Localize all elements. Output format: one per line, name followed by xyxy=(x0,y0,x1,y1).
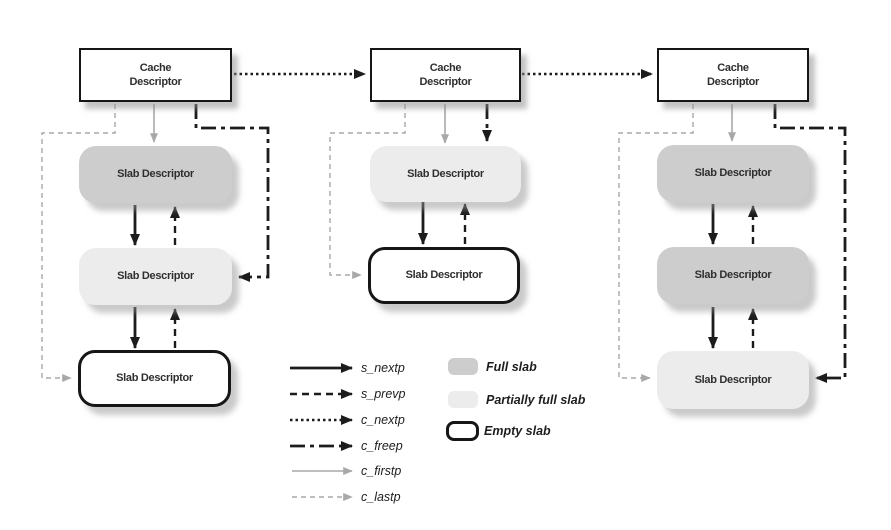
legend-label-c-firstp: c_firstp xyxy=(361,464,402,478)
slab-descriptor-1-3: Slab Descriptor xyxy=(78,350,231,407)
legend-swatch-partially-full-slab xyxy=(448,391,478,408)
cache-descriptor-2: Cache Descriptor xyxy=(370,48,521,102)
slab-descriptor-label: Slab Descriptor xyxy=(694,373,772,386)
cache-descriptor-label: Cache Descriptor xyxy=(129,61,182,88)
slab-descriptor-label: Slab Descriptor xyxy=(694,167,772,180)
cache-descriptor-label: Cache Descriptor xyxy=(706,61,760,88)
slab-descriptor-2-2: Slab Descriptor xyxy=(368,247,520,304)
cache-descriptor-3: Cache Descriptor xyxy=(657,48,809,102)
legend-swatch-empty-slab xyxy=(446,421,479,441)
slab-descriptor-3-1: Slab Descriptor xyxy=(657,145,809,202)
legend-label-full-slab: Full slab xyxy=(486,360,537,374)
slab-descriptor-label: Slab Descriptor xyxy=(405,269,483,282)
slab-descriptor-label: Slab Descriptor xyxy=(407,167,484,180)
slab-descriptor-label: Slab Descriptor xyxy=(694,269,772,282)
legend-label-c-lastp: c_lastp xyxy=(361,490,401,504)
slab-descriptor-1-2: Slab Descriptor xyxy=(79,248,232,305)
slab-descriptor-label: Slab Descriptor xyxy=(116,372,193,385)
cache-descriptor-1: Cache Descriptor xyxy=(79,48,232,102)
slab-descriptor-2-1: Slab Descriptor xyxy=(370,146,521,202)
slab-descriptor-3-2: Slab Descriptor xyxy=(657,247,809,304)
legend-label-empty-slab: Empty slab xyxy=(484,424,551,438)
slab-descriptor-label: Slab Descriptor xyxy=(117,168,194,181)
legend-label-s-prevp: s_prevp xyxy=(361,387,406,401)
slab-descriptor-label: Slab Descriptor xyxy=(117,270,194,283)
c-lastp-arrow-right xyxy=(618,104,694,382)
legend-label-c-freep: c_freep xyxy=(361,439,403,453)
c-freep-arrow-left xyxy=(194,104,270,282)
slab-descriptor-1-1: Slab Descriptor xyxy=(79,146,232,203)
legend-label-c-nextp: c_nextp xyxy=(361,413,405,427)
legend-swatch-full-slab xyxy=(448,358,478,375)
legend-label-partially-full-slab: Partially full slab xyxy=(486,393,586,407)
c-lastp-arrow-left xyxy=(41,104,116,382)
cache-descriptor-label: Cache Descriptor xyxy=(419,61,472,88)
slab-descriptor-3-3: Slab Descriptor xyxy=(657,351,809,409)
c-lastp-arrow-mid xyxy=(329,104,406,279)
c-freep-arrow-right xyxy=(773,104,847,383)
legend-label-s-nextp: s_nextp xyxy=(361,361,405,375)
